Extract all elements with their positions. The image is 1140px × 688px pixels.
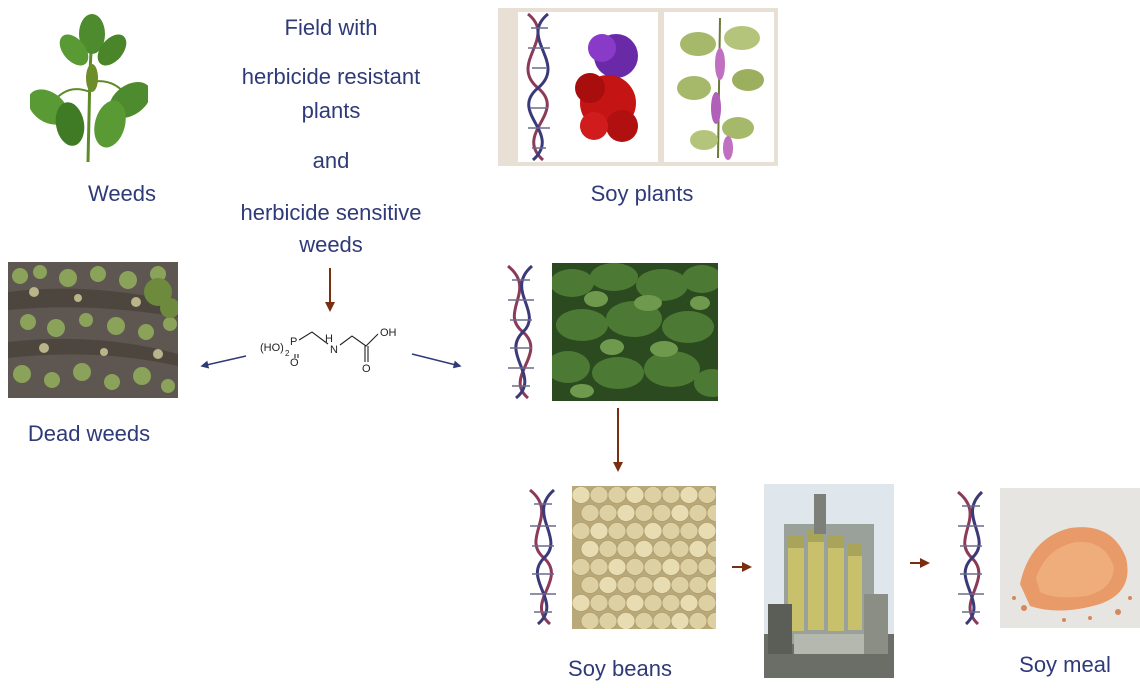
soy-beans-image — [572, 486, 716, 629]
field-description-line-5: herbicide sensitive — [240, 200, 422, 225]
soy-plants-label: Soy plants — [590, 181, 694, 206]
glyphosate-molecule-diagram: (HO) 2 P O N H OH O — [260, 327, 397, 375]
soy-plant-drawing-icon — [677, 17, 764, 160]
field-description-line-2: herbicide resistant — [241, 64, 421, 89]
protein-structure-icon — [575, 34, 638, 142]
molecule-p-oxygen: O — [290, 357, 299, 369]
soy-field-dna-icon — [498, 262, 548, 402]
field-description-line-3: plants — [301, 98, 361, 123]
dead-weeds-label: Dead weeds — [27, 421, 151, 446]
processing-plant-image — [764, 484, 894, 678]
molecule-ho-group: (HO) — [260, 342, 284, 354]
soy-field-image — [552, 263, 718, 401]
molecule-subscript: 2 — [285, 349, 290, 358]
molecule-nitrogen-h: H — [325, 333, 333, 345]
molecule-bonds — [294, 331, 379, 362]
dna-helix-icon — [526, 12, 550, 162]
molecule-phosphorus: P — [290, 336, 297, 348]
arrow-to-soy-field — [411, 353, 462, 369]
dead-weeds-image — [8, 262, 178, 398]
soy-meal-label: Soy meal — [1019, 652, 1111, 677]
soy-meal-dna-icon — [950, 488, 994, 628]
field-description-line-6: weeds — [299, 232, 363, 257]
soy-meal-image — [1000, 488, 1140, 628]
molecule-nitrogen: N — [330, 344, 338, 356]
soy-beans-label: Soy beans — [568, 656, 672, 681]
weeds-label: Weeds — [87, 181, 157, 206]
field-description-line-4: and — [312, 148, 350, 173]
weed-plant-image — [30, 12, 148, 162]
soy-plants-image — [498, 8, 778, 166]
molecule-carbonyl-oxygen: O — [362, 363, 371, 375]
arrow-to-dead-weeds — [200, 355, 247, 369]
soy-beans-dna-icon — [520, 486, 568, 628]
field-description-line-1: Field with — [284, 15, 378, 40]
molecule-hydroxyl: OH — [380, 327, 397, 339]
